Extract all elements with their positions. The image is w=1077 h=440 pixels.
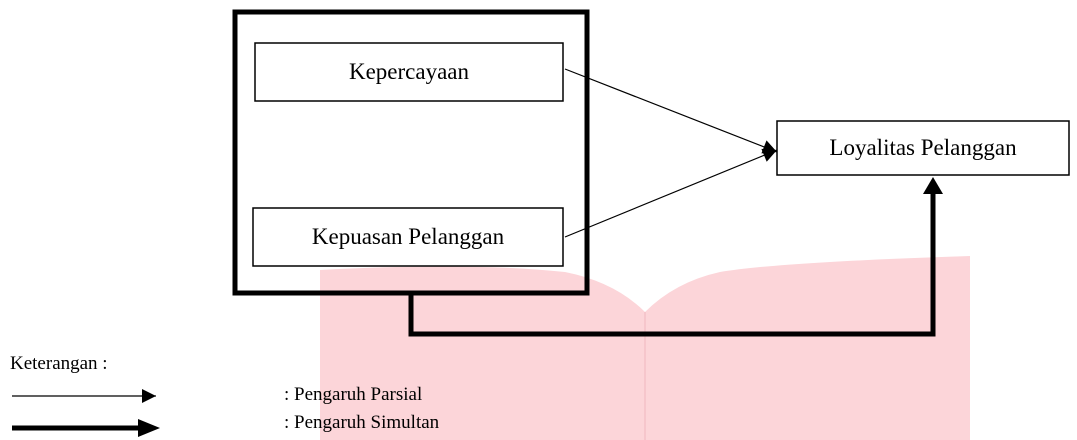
legend-simultaneous-arrowhead <box>138 419 160 437</box>
partial-arrow-kepercayaan-to-loyalitas <box>564 68 778 154</box>
simultaneous-arrowhead <box>923 177 943 194</box>
partial-arrow-kepuasan-to-loyalitas <box>564 148 778 238</box>
loyalitas-pelanggan-label: Loyalitas Pelanggan <box>829 135 1017 160</box>
legend-simultaneous-label: : Pengaruh Simultan <box>284 412 440 433</box>
kepercayaan-box <box>254 42 564 102</box>
kepuasan-pelanggan-box <box>252 207 564 267</box>
kepercayaan-label: Kepercayaan <box>348 59 470 84</box>
legend-title: Keterangan : <box>10 353 108 374</box>
simultaneous-arrow-path <box>408 192 936 337</box>
loyalitas-pelanggan-box <box>776 120 1070 176</box>
legend-partial-label: : Pengaruh Parsial <box>284 384 423 405</box>
kepuasan-pelanggan-label: Kepuasan Pelanggan <box>311 224 505 249</box>
